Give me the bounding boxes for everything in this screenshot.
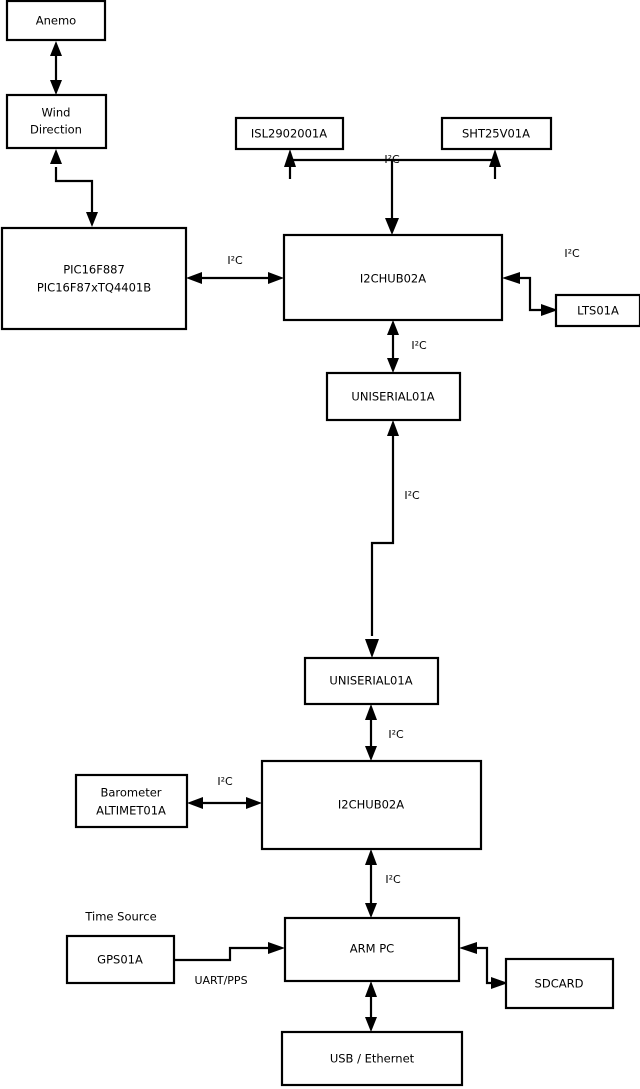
edge-label-barometer-hub-bot: I²C xyxy=(217,775,233,788)
arrowhead-up xyxy=(387,420,399,436)
arrowhead-right-lts xyxy=(541,304,558,316)
node-wind-direction-label-line2: Direction xyxy=(30,123,82,137)
node-pic-mcu-label-line2: PIC16F87xTQ4401B xyxy=(37,281,151,295)
edge-label-hub-top-sensors: I²C xyxy=(384,153,400,166)
node-i2chub02a-top-box[interactable] xyxy=(282,233,504,322)
node-i2chub02a-bottom-box[interactable] xyxy=(260,759,483,851)
arrowhead-right xyxy=(246,797,262,809)
node-anemo-label: Anemo xyxy=(36,14,76,28)
arrowhead-up-sht xyxy=(489,149,501,167)
node-anemo[interactable]: Anemo xyxy=(5,0,107,42)
node-usb-ethernet-box[interactable] xyxy=(280,1030,464,1087)
node-uniserial01a-bottom[interactable]: UNISERIAL01A xyxy=(303,656,440,706)
edge-hub-top-lts: I²C xyxy=(502,247,580,316)
edge-label-uniserial-link: I²C xyxy=(404,489,420,502)
edge-anemo-wind xyxy=(50,41,62,95)
arrowhead-left-hub xyxy=(502,272,520,284)
edge-hub-bot-armpc: I²C xyxy=(365,849,401,918)
node-arm-pc[interactable]: ARM PC xyxy=(283,916,461,983)
node-anemo-box[interactable] xyxy=(5,0,107,42)
arrowhead-left xyxy=(187,797,203,809)
edge-pic-hub-top: I²C xyxy=(186,254,284,284)
node-usb-ethernet[interactable]: USB / Ethernet xyxy=(280,1030,464,1087)
node-wind-direction-label-line1: Wind xyxy=(42,106,71,120)
node-lts01a[interactable]: LTS01A xyxy=(554,293,640,328)
arrowhead-up-isl xyxy=(284,149,296,167)
node-wind-direction-box[interactable] xyxy=(5,93,108,150)
arrowhead-left-armpc xyxy=(459,942,477,954)
arrowhead-down xyxy=(86,212,98,227)
edge-armpc-usbeth xyxy=(365,981,377,1032)
edge-label-hub-top-lts: I²C xyxy=(564,247,580,260)
edge-label-pic-hub-top: I²C xyxy=(227,254,243,267)
node-isl2902001a[interactable]: ISL2902001A xyxy=(234,116,345,151)
edge-pic-wind xyxy=(50,149,98,227)
node-i2chub02a-top[interactable]: I2CHUB02A xyxy=(282,233,504,322)
node-sht25v01a[interactable]: SHT25V01A xyxy=(440,116,553,151)
arrowhead-down xyxy=(50,80,62,95)
node-isl2902001a-box[interactable] xyxy=(234,116,345,151)
arrowhead-up xyxy=(50,149,62,164)
node-sdcard-label: SDCARD xyxy=(535,977,584,991)
node-uniserial01a-bottom-box[interactable] xyxy=(303,656,440,706)
edge-label-uniserial-hub-bot: I²C xyxy=(388,728,404,741)
node-wind-direction[interactable]: Wind Direction xyxy=(5,93,108,150)
node-barometer-box[interactable] xyxy=(74,773,189,829)
edge-label-gps-armpc: UART/PPS xyxy=(194,974,247,987)
arrowhead-right-sdcard xyxy=(491,977,508,989)
edge-label-hub-top-uniserial: I²C xyxy=(411,339,427,352)
node-pic-mcu-box[interactable] xyxy=(0,226,188,331)
time-source-label: Time Source xyxy=(84,910,156,924)
arrowhead-down xyxy=(365,639,379,658)
edge-uniserial-link: I²C xyxy=(365,420,420,658)
node-sht25v01a-label: SHT25V01A xyxy=(462,127,530,141)
node-pic-mcu[interactable]: PIC16F887 PIC16F87xTQ4401B xyxy=(0,226,188,331)
node-uniserial01a-bottom-label: UNISERIAL01A xyxy=(329,674,412,688)
node-gps01a-box[interactable] xyxy=(65,934,176,985)
node-usb-ethernet-label: USB / Ethernet xyxy=(330,1052,415,1066)
arrowhead-up xyxy=(387,320,399,335)
node-i2chub02a-bottom-label: I2CHUB02A xyxy=(338,798,404,812)
node-uniserial01a-top[interactable]: UNISERIAL01A xyxy=(325,371,462,422)
node-isl2902001a-label: ISL2902001A xyxy=(251,127,327,141)
edge-hub-top-sensors: I²C xyxy=(284,149,501,235)
node-gps01a-label: GPS01A xyxy=(97,953,143,967)
arrowhead-left xyxy=(186,272,202,284)
edge-uniserial-hub-bot: I²C xyxy=(365,704,404,761)
node-barometer-label-line1: Barometer xyxy=(100,786,161,800)
node-i2chub02a-bottom[interactable]: I2CHUB02A xyxy=(260,759,483,851)
edge-armpc-sdcard xyxy=(459,942,508,989)
edge-label-hub-bot-armpc: I²C xyxy=(385,873,401,886)
edge-gps-armpc: UART/PPS xyxy=(174,942,285,987)
node-lts01a-box[interactable] xyxy=(554,293,640,328)
arrowhead-down xyxy=(365,903,377,918)
node-lts01a-label: LTS01A xyxy=(577,304,619,318)
node-barometer[interactable]: Barometer ALTIMET01A xyxy=(74,773,189,829)
arrowhead-up xyxy=(365,704,377,720)
node-uniserial01a-top-box[interactable] xyxy=(325,371,462,422)
node-uniserial01a-top-label: UNISERIAL01A xyxy=(351,390,434,404)
arrowhead-right xyxy=(268,942,285,954)
node-pic-mcu-label-line1: PIC16F887 xyxy=(63,263,125,277)
node-barometer-label-line2: ALTIMET01A xyxy=(96,804,166,818)
arrowhead-down-hub xyxy=(385,218,399,235)
node-gps01a[interactable]: GPS01A xyxy=(65,934,176,985)
node-sdcard[interactable]: SDCARD xyxy=(504,957,615,1010)
arrowhead-up xyxy=(50,41,62,56)
arrowhead-up xyxy=(365,981,377,997)
arrowhead-up xyxy=(365,849,377,865)
node-arm-pc-label: ARM PC xyxy=(350,942,394,956)
edge-barometer-hub-bot: I²C xyxy=(187,775,262,809)
node-sdcard-box[interactable] xyxy=(504,957,615,1010)
edge-hub-top-uniserial: I²C xyxy=(387,320,427,373)
arrowhead-down xyxy=(387,358,399,373)
node-arm-pc-box[interactable] xyxy=(283,916,461,983)
node-sht25v01a-box[interactable] xyxy=(440,116,553,151)
arrowhead-down xyxy=(365,1017,377,1032)
node-i2chub02a-top-label: I2CHUB02A xyxy=(360,272,426,286)
arrowhead-right xyxy=(268,272,284,284)
arrowhead-down xyxy=(365,746,377,761)
